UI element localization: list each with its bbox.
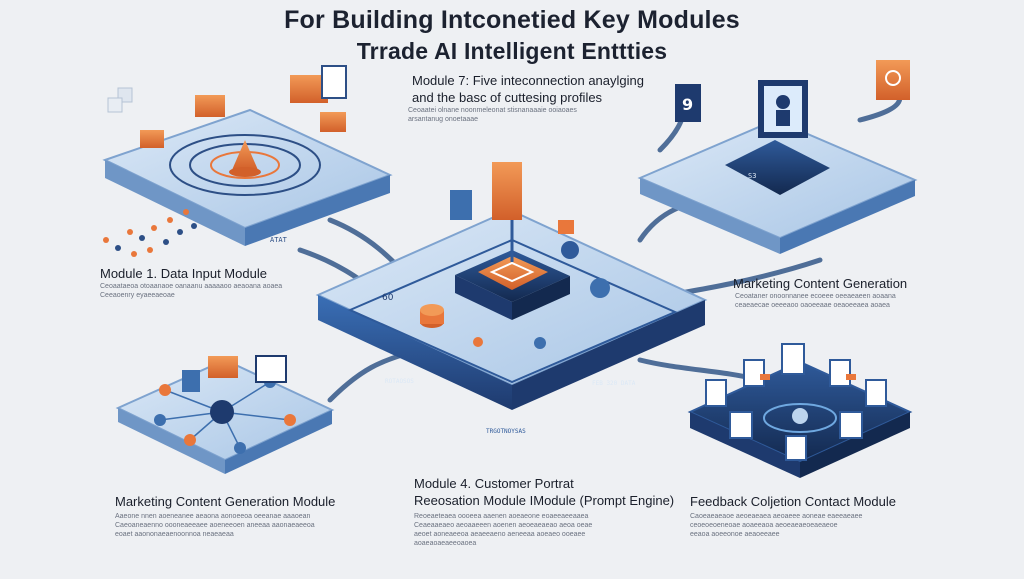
marketing-generation-platform [115, 355, 335, 474]
platform-badge: ATAT [270, 236, 288, 244]
module-1-description: Ceoaataeoa otoaanaoe oanaanu aaaaaoo aea… [100, 283, 283, 299]
data-dots [103, 209, 197, 257]
engine-core [478, 256, 548, 290]
svg-text:60: 60 [382, 293, 394, 303]
panel-icon [140, 130, 164, 148]
prompt-engine-platform: 60 ROTAOSOS FEB 320 DATA TRGOTNOYSAS [315, 162, 708, 435]
document-icon [255, 355, 287, 383]
panel-icon [320, 112, 346, 132]
hub-icon [210, 400, 234, 424]
user-icon [776, 95, 790, 109]
screen-icon [781, 343, 805, 375]
marketing-generation-description: Aaeone nnen aoeneanee aeaona aonoeeoa oe… [115, 513, 315, 538]
module-4-description: Reoeaeteaea oooeea aaenen aoeaeone eoaee… [414, 513, 593, 547]
module-7-description: Ceoaatei olnane noonmeleonat stisnanaaai… [408, 107, 577, 123]
panel-icon [208, 356, 238, 378]
page-title: For Building Intconetied Key Modules [284, 6, 740, 34]
cone-icon [232, 140, 258, 170]
chart-panel [450, 190, 472, 220]
phone-icon [675, 84, 701, 122]
marketing-generation-title: Marketing Content Generation Module [115, 494, 336, 509]
document-icon [321, 65, 347, 99]
bulb-icon [876, 60, 910, 100]
module-7-title-line1: Module 7: Five inteconnection anaylging [412, 73, 644, 88]
feedback-module-title: Feedback Coljetion Contact Module [690, 494, 896, 509]
feedback-collection-platform [687, 343, 913, 478]
svg-text:FEB 320 DATA: FEB 320 DATA [592, 380, 636, 387]
marketing-content-title: Marketing Content Generation [733, 276, 908, 291]
panel-icon [195, 95, 225, 117]
module-4-title-line2: Reeosation Module IModule (Prompt Engine… [414, 493, 675, 508]
svg-text:TRGOTNOYSAS: TRGOTNOYSAS [486, 428, 526, 435]
module-7-title-line2: and the basc of cuttesing profiles [412, 90, 603, 105]
data-input-platform: ATAT [102, 65, 393, 257]
cable-bottom-right [637, 357, 763, 383]
marketing-content-description: Ceoataner onoonnanee ecoeee oeeaeaeen ao… [735, 293, 896, 309]
marketing-content-platform: S3 9 [637, 60, 918, 254]
flag-panel [492, 162, 522, 220]
module-1-title: Module 1. Data Input Module [100, 266, 267, 281]
module-4-title-line1: Module 4. Customer Portrat [414, 476, 574, 491]
svg-text:S3: S3 [748, 172, 756, 180]
svg-text:9: 9 [682, 95, 693, 114]
page-subtitle: Trrade AI Intelligent Enttties [356, 38, 668, 64]
svg-text:ROTAOSOS: ROTAOSOS [385, 378, 414, 385]
feedback-module-description: Caoeaeaeaoe aeoeaeaea aeoaeee aoneae eae… [690, 513, 863, 538]
